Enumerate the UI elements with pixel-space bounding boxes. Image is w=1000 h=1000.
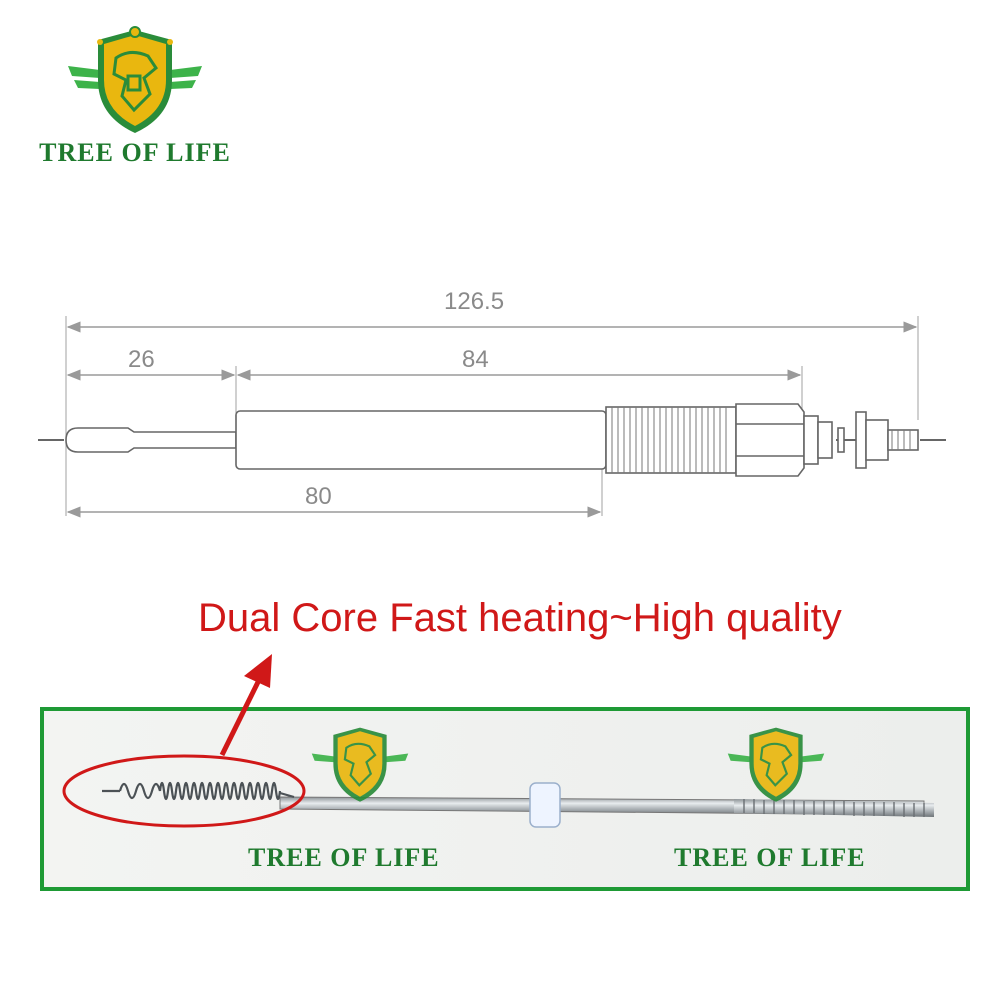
dim-label-tip: 26 — [128, 346, 155, 373]
glow-plug-outline — [65, 403, 919, 477]
shield-logo-icon — [68, 26, 202, 133]
glow-plug-photo — [44, 711, 966, 887]
watermark-text-left: TREE OF LIFE — [248, 843, 440, 872]
dimension-drawing — [38, 316, 950, 518]
brand-name: TREE OF LIFE — [39, 138, 231, 167]
watermark-text-right: TREE OF LIFE — [674, 843, 866, 872]
dim-label-body: 84 — [462, 346, 489, 373]
dim-label-shank: 80 — [305, 483, 332, 510]
highlight-ellipse — [62, 754, 306, 828]
dim-label-overall: 126.5 — [444, 288, 505, 315]
thread-hatching — [611, 407, 911, 473]
product-photo-panel: TREE OF LIFE TREE OF LIFE — [40, 707, 970, 891]
headline: Dual Core Fast heating~High quality — [198, 596, 842, 640]
dual-core-coil — [102, 781, 295, 801]
brand-logo: TREE OF LIFE — [30, 18, 240, 168]
callout-arrow-icon — [219, 654, 272, 757]
